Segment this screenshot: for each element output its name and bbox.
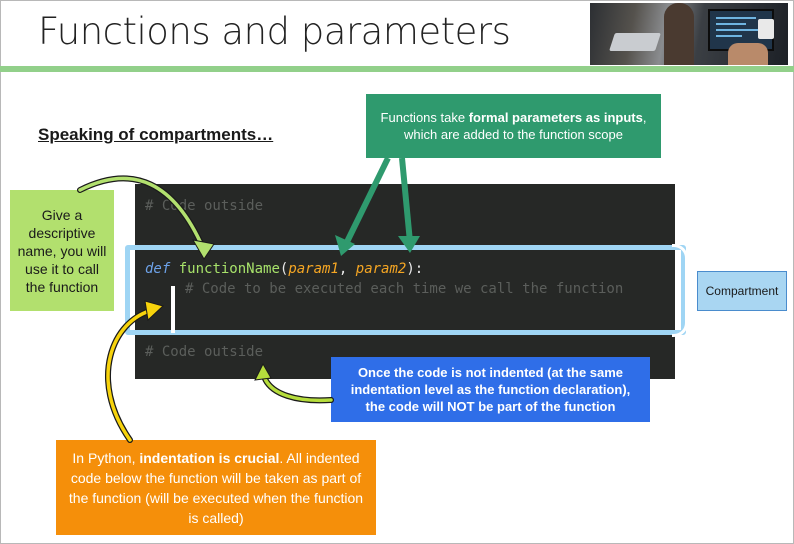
close-paren-colon: ): bbox=[406, 261, 424, 277]
callout-formal-parameters-text-2: , which are added to the function scope bbox=[404, 110, 647, 142]
compartment-bracket bbox=[672, 244, 688, 337]
photo-person bbox=[664, 3, 694, 65]
callout-indentation: In Python, indentation is crucial. All i… bbox=[56, 440, 376, 535]
callout-indentation-text-1: In Python, bbox=[72, 449, 140, 466]
code-comment-outside-top: # Code outside bbox=[145, 198, 264, 214]
code-comment-outside-bottom: # Code outside bbox=[145, 344, 264, 360]
callout-formal-parameters-text-1: Functions take bbox=[380, 110, 469, 125]
callout-compartment: Compartment bbox=[697, 271, 787, 311]
function-name: functionName bbox=[178, 261, 280, 277]
photo-mug bbox=[758, 19, 774, 39]
office-workers-photo bbox=[590, 3, 788, 65]
function-declaration-line: def functionName(param1, param2): bbox=[145, 261, 423, 277]
def-keyword: def bbox=[145, 261, 171, 277]
slide-subtitle: Speaking of compartments… bbox=[38, 125, 274, 144]
photo-hand bbox=[728, 43, 768, 65]
indent-cursor bbox=[171, 286, 175, 333]
photo-laptop bbox=[609, 33, 661, 51]
callout-descriptive-name: Give a descriptive name, you will use it… bbox=[10, 190, 114, 311]
callout-indentation-text-2: . All indented code below the function w… bbox=[68, 449, 364, 526]
callout-not-indented: Once the code is not indented (at the sa… bbox=[331, 357, 650, 422]
slide-title: Functions and parameters bbox=[38, 10, 511, 53]
param2: param2 bbox=[355, 261, 407, 277]
callout-indentation-bold: indentation is crucial bbox=[139, 449, 280, 466]
param1: param1 bbox=[288, 261, 339, 277]
callout-formal-parameters: Functions take formal parameters as inpu… bbox=[366, 94, 661, 158]
code-comment-body: # Code to be executed each time we call … bbox=[185, 281, 624, 297]
title-divider bbox=[0, 66, 794, 72]
open-paren: ( bbox=[279, 261, 289, 277]
callout-formal-parameters-bold: formal parameters as inputs bbox=[468, 110, 643, 125]
param-separator: , bbox=[338, 261, 356, 277]
